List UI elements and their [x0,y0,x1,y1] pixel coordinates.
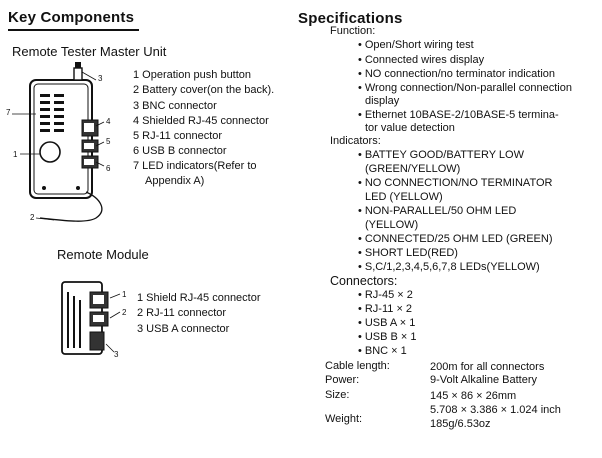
master-item-4: 4 Shielded RJ-45 connector [133,115,269,127]
connector-line-1: RJ-45 × 2 [358,289,413,301]
indicator-line-3: NON-PARALLEL/50 OHM LED [358,205,516,217]
remote-item-2: 2 RJ-11 connector [137,307,227,319]
connector-line-2: RJ-11 × 2 [358,303,412,315]
master-item-7-cont: Appendix A) [145,175,205,187]
spec-value-cable: 200m for all connectors [430,361,545,373]
title-underline [8,29,139,31]
callout-6: 6 [106,164,111,173]
indicator-line-3-cont: (YELLOW) [365,219,419,231]
remote-callout-2: 2 [122,308,127,317]
indicator-line-2-cont: LED (YELLOW) [365,191,443,203]
remote-item-3: 3 USB A connector [137,323,230,335]
function-line-4: Wrong connection/Non-parallel connection [358,82,572,94]
indicator-line-6: S,C/1,2,3,4,5,6,7,8 LEDs(YELLOW) [358,261,540,273]
connector-line-3: USB A × 1 [358,317,415,329]
specifications-title: Specifications [298,10,403,27]
remote-module-heading: Remote Module [57,247,149,262]
master-item-2: 2 Battery cover(on the back). [133,84,275,96]
master-item-5: 5 RJ-11 connector [133,130,223,142]
master-item-1: 1 Operation push button [133,69,252,81]
master-item-3: 3 BNC connector [133,100,217,112]
connector-line-4: USB B × 1 [358,331,417,343]
indicator-line-1-cont: (GREEN/YELLOW) [365,163,461,175]
connector-line-5: BNC × 1 [358,345,407,357]
callout-3: 3 [98,74,103,83]
remote-callout-1: 1 [122,290,127,299]
callout-1: 1 [13,150,18,159]
indicator-line-1: BATTEY GOOD/BATTERY LOW [358,149,524,161]
indicators-label: Indicators: [330,135,381,147]
connectors-label: Connectors: [330,274,398,288]
remote-module-illustration [61,281,121,355]
function-line-2: Connected wires display [358,54,484,66]
spec-value-size-mm: 145 × 86 × 26mm [430,390,517,402]
remote-callout-3: 3 [114,350,119,359]
indicator-line-4: CONNECTED/25 OHM LED (GREEN) [358,233,553,245]
master-unit-illustration [12,62,105,222]
master-item-6: 6 USB B connector [133,145,227,157]
function-line-1: Open/Short wiring test [358,39,474,51]
callout-2: 2 [30,213,35,222]
spec-label-power: Power: [325,374,360,386]
function-line-4-cont: display [365,95,400,107]
function-label: Function: [330,25,376,37]
remote-item-1: 1 Shield RJ-45 connector [137,292,261,304]
indicator-line-5: SHORT LED(RED) [358,247,458,259]
function-line-3: NO connection/no terminator indication [358,68,555,80]
function-line-5: Ethernet 10BASE-2/10BASE-5 termina- [358,109,559,121]
callout-4: 4 [106,117,111,126]
spec-value-size-inch: 5.708 × 3.386 × 1.024 inch [430,404,561,416]
spec-label-cable: Cable length: [325,360,390,372]
indicator-line-2: NO CONNECTION/NO TERMINATOR [358,177,553,189]
key-components-title: Key Components [8,9,135,26]
callout-7: 7 [6,108,11,117]
spec-value-weight: 185g/6.53oz [430,418,491,430]
spec-value-power: 9-Volt Alkaline Battery [430,374,538,386]
spec-label-weight: Weight: [325,413,363,425]
function-line-5-cont: tor value detection [365,122,455,134]
master-item-7: 7 LED indicators(Refer to [133,160,257,172]
master-unit-heading: Remote Tester Master Unit [12,44,167,59]
spec-label-size: Size: [325,389,350,401]
callout-5: 5 [106,137,111,146]
